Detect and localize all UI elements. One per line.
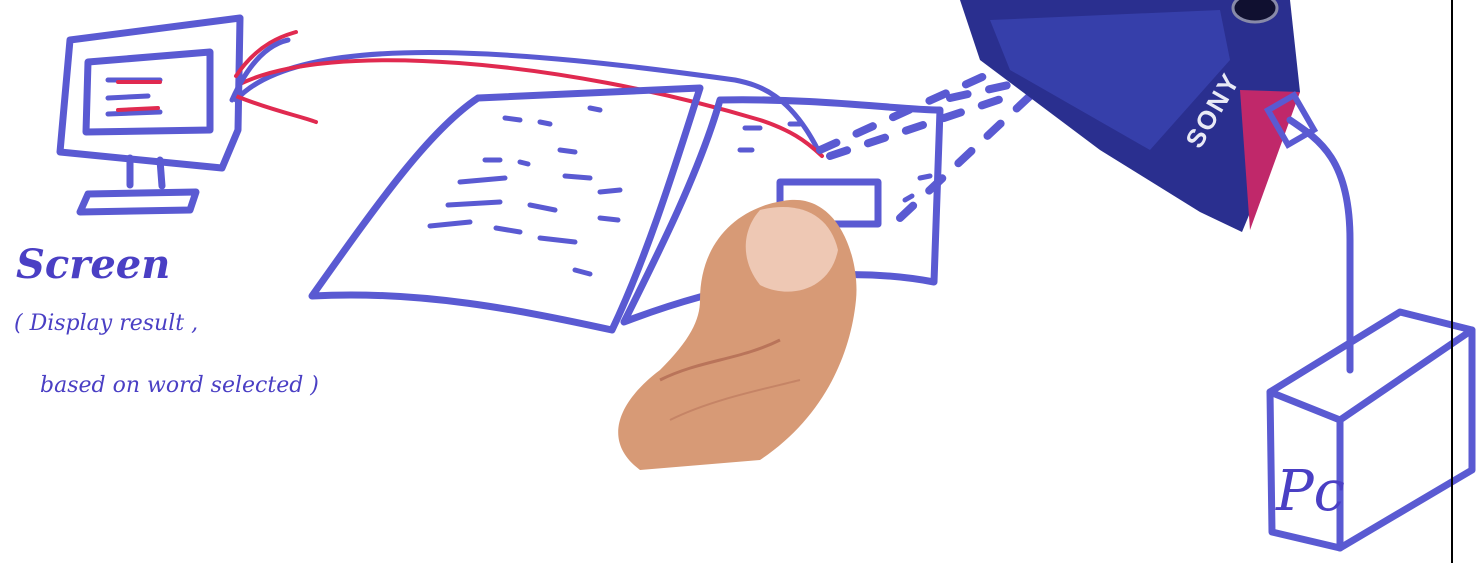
screen-label: Screen — [16, 241, 170, 288]
pc-icon: Pc — [1266, 308, 1476, 552]
usb-plug — [1263, 91, 1319, 149]
screen-note-line1: ( Display result , — [14, 311, 198, 336]
camera-icon: SONY — [960, 0, 1300, 232]
camera-beam — [816, 56, 1044, 222]
pc-label: Pc — [1275, 459, 1345, 524]
camera-pc-cable — [1286, 116, 1354, 374]
monitor-icon — [56, 14, 244, 216]
screen-note-line2: based on word selected ) — [40, 373, 319, 398]
thumb-image — [618, 199, 857, 471]
cable-group — [229, 30, 824, 158]
